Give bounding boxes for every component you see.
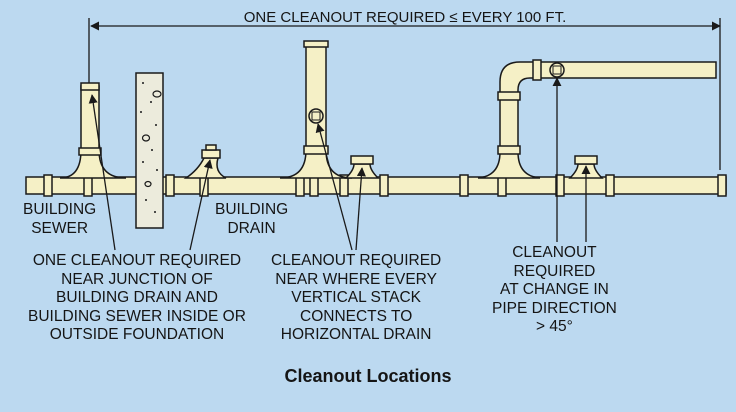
vertical-stack bbox=[279, 40, 353, 179]
foundation-wall bbox=[135, 72, 164, 229]
direction-change-pipe bbox=[477, 59, 717, 179]
diagram-title: Cleanout Locations bbox=[284, 366, 452, 386]
pointer-arrows bbox=[88, 77, 591, 251]
junction-note: ONE CLEANOUT REQUIRED NEAR JUNCTION OF B… bbox=[28, 252, 246, 343]
direction-note: CLEANOUT REQUIRED AT CHANGE IN PIPE DIRE… bbox=[492, 244, 617, 335]
building-drain-label: BUILDING DRAIN bbox=[215, 201, 289, 237]
junction-cleanout-wye bbox=[183, 144, 227, 179]
dimension-label: ONE CLEANOUT REQUIRED ≤ EVERY 100 FT. bbox=[243, 9, 567, 26]
left-cleanout-riser bbox=[59, 82, 127, 179]
dimension-line bbox=[88, 18, 721, 170]
stack-note: CLEANOUT REQUIRED NEAR WHERE EVERY VERTI… bbox=[271, 252, 442, 343]
building-sewer-label: BUILDING SEWER bbox=[23, 201, 97, 237]
